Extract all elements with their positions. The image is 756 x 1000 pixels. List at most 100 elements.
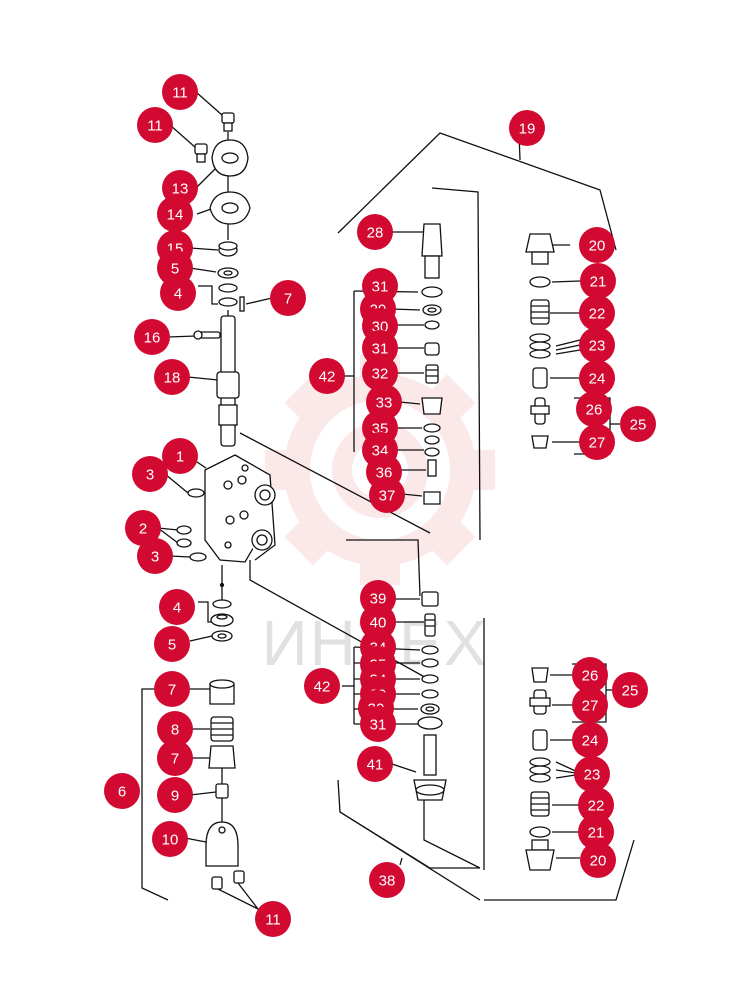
leader-line [195, 91, 223, 116]
callout-badge [104, 773, 140, 809]
screw-11c-1 [211, 876, 223, 890]
callout-41: 41 [357, 746, 393, 782]
callout-31: 31 [362, 330, 398, 366]
pin-16 [193, 330, 221, 340]
leader-line [189, 791, 217, 796]
callout-badge [255, 901, 291, 937]
spring-seat-7c [208, 745, 236, 769]
callout-23: 23 [579, 327, 615, 363]
callout-badge [572, 722, 608, 758]
callout-badge [360, 604, 396, 640]
callout-37: 37 [369, 477, 405, 513]
leader-line [431, 187, 481, 541]
screw-left [194, 143, 208, 163]
callout-42: 42 [304, 668, 340, 704]
callout-badge [578, 814, 614, 850]
callout-badge [270, 280, 306, 316]
callout-badge [154, 671, 190, 707]
ring-31c2 [421, 689, 439, 699]
callout-badge [157, 711, 193, 747]
callout-number: 37 [379, 488, 396, 505]
oring-4b [212, 599, 232, 609]
callout-badge [154, 626, 190, 662]
callout-23: 23 [574, 756, 610, 792]
poppet-27b [529, 689, 551, 715]
callout-number: 5 [168, 637, 176, 654]
oring-21a [529, 276, 551, 288]
callout-number: 31 [372, 341, 389, 358]
callout-number: 23 [584, 767, 601, 784]
callout-2: 2 [125, 510, 161, 546]
callout-badge [572, 657, 608, 693]
callout-20: 20 [580, 842, 616, 878]
seal-4b [210, 613, 234, 627]
spool-18 [216, 315, 240, 447]
callout-number: 4 [174, 286, 182, 303]
leader-line [164, 473, 189, 494]
callout-number: 6 [118, 784, 126, 801]
callout-badge [579, 227, 615, 263]
callout-number: 33 [376, 395, 393, 412]
oring-21b [529, 826, 551, 838]
leader-line [399, 401, 421, 405]
callout-badge [134, 319, 170, 355]
callout-badge [620, 406, 656, 442]
leader-line [217, 882, 259, 910]
spring-40 [424, 613, 436, 637]
callout-26: 26 [572, 657, 608, 693]
ring-31a [421, 286, 443, 298]
callout-badge [154, 359, 190, 395]
cap-10 [205, 821, 239, 867]
leader-line [245, 297, 273, 305]
leader-line [198, 285, 218, 305]
ring-34a [424, 435, 440, 445]
leader-line [167, 335, 197, 338]
callout-number: 7 [284, 291, 292, 308]
callout-24: 24 [579, 360, 615, 396]
callout-5: 5 [154, 626, 190, 662]
callout-14: 14 [157, 196, 193, 232]
callout-22: 22 [578, 787, 614, 823]
leader-line [198, 601, 212, 623]
seat-33 [421, 397, 443, 415]
leader-line [346, 539, 421, 597]
callout-number: 8 [171, 722, 179, 739]
callout-badge [578, 787, 614, 823]
callout-27: 27 [579, 424, 615, 460]
callout-number: 26 [586, 402, 603, 419]
callout-number: 20 [589, 238, 606, 255]
callout-number: 20 [590, 853, 607, 870]
callout-number: 5 [171, 261, 179, 278]
callout-6: 6 [104, 773, 140, 809]
callout-25: 25 [620, 406, 656, 442]
callout-badge [362, 355, 398, 391]
valve-body [204, 454, 276, 563]
callout-badge [132, 456, 168, 492]
screw-top [221, 112, 235, 132]
callout-1: 1 [162, 438, 198, 474]
callout-number: 14 [167, 207, 184, 224]
callout-number: 3 [146, 467, 154, 484]
parts [176, 112, 555, 890]
leader-line [189, 635, 213, 642]
washer-5a [217, 267, 239, 279]
callout-badge [579, 295, 615, 331]
leader-line [337, 132, 617, 251]
callout-9: 9 [157, 777, 193, 813]
callout-32: 32 [362, 355, 398, 391]
leader-line [423, 800, 481, 869]
leader-line [157, 527, 179, 544]
plug-28 [421, 223, 443, 279]
callout-40: 40 [360, 604, 396, 640]
seat-27a [531, 435, 549, 449]
callout-number: 24 [589, 371, 606, 388]
ring-30b [420, 703, 440, 715]
callout-number: 10 [162, 832, 179, 849]
leader-line [189, 267, 217, 273]
callout-number: 13 [172, 181, 189, 198]
spring-22b [530, 791, 550, 817]
leader-line [484, 839, 635, 901]
callout-number: 18 [164, 370, 181, 387]
leader-line [401, 493, 423, 497]
poppet-31 [424, 342, 440, 356]
